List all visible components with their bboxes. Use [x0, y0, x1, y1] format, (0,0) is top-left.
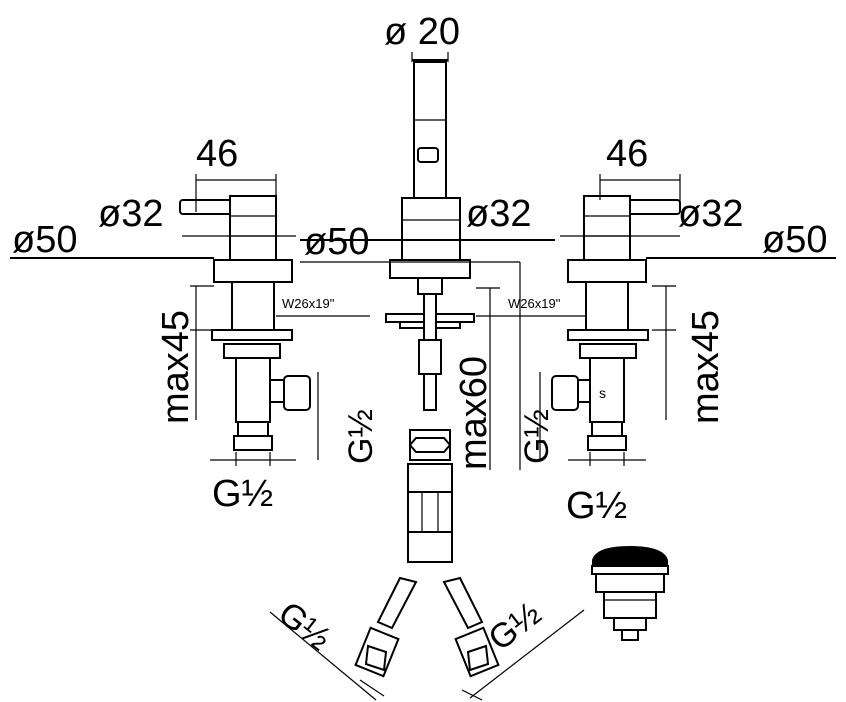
- diameter-32-center-label: ø32: [466, 193, 531, 235]
- max60-center-label: max60: [453, 356, 495, 470]
- max45-left-label: max45: [155, 310, 197, 424]
- center-spout: [385, 52, 475, 563]
- handle-length-left-label: 46: [196, 133, 238, 175]
- handle-length-right-label: 46: [606, 133, 648, 175]
- thread-g-half-left-hose: G½: [271, 594, 338, 658]
- thread-g-half-left-bottom: G½: [212, 473, 273, 515]
- left-hose: [354, 576, 418, 678]
- left-valve: [179, 195, 311, 451]
- max45-right-label: max45: [685, 310, 727, 424]
- diameter-50-right-label: ø50: [762, 219, 827, 261]
- svg-text:s: s: [599, 385, 606, 401]
- diameter-50-left-label: ø50: [12, 219, 77, 261]
- diameter-32-right-label: ø32: [678, 193, 743, 235]
- right-hose: [442, 576, 500, 678]
- thread-g-half-right-vertical: G½: [518, 409, 556, 464]
- diameter-32-left-label: ø32: [98, 193, 163, 235]
- diameter-50-center-label: ø50: [304, 221, 369, 263]
- right-valve: s: [551, 195, 681, 451]
- thread-left-label: W26x19": [282, 296, 335, 311]
- thread-right-label: W26x19": [508, 296, 561, 311]
- thread-g-half-left-vertical: G½: [342, 409, 380, 464]
- popup-waste: [591, 546, 669, 641]
- thread-g-half-right-bottom: G½: [566, 485, 627, 527]
- spout-diameter-label: ø 20: [384, 11, 460, 53]
